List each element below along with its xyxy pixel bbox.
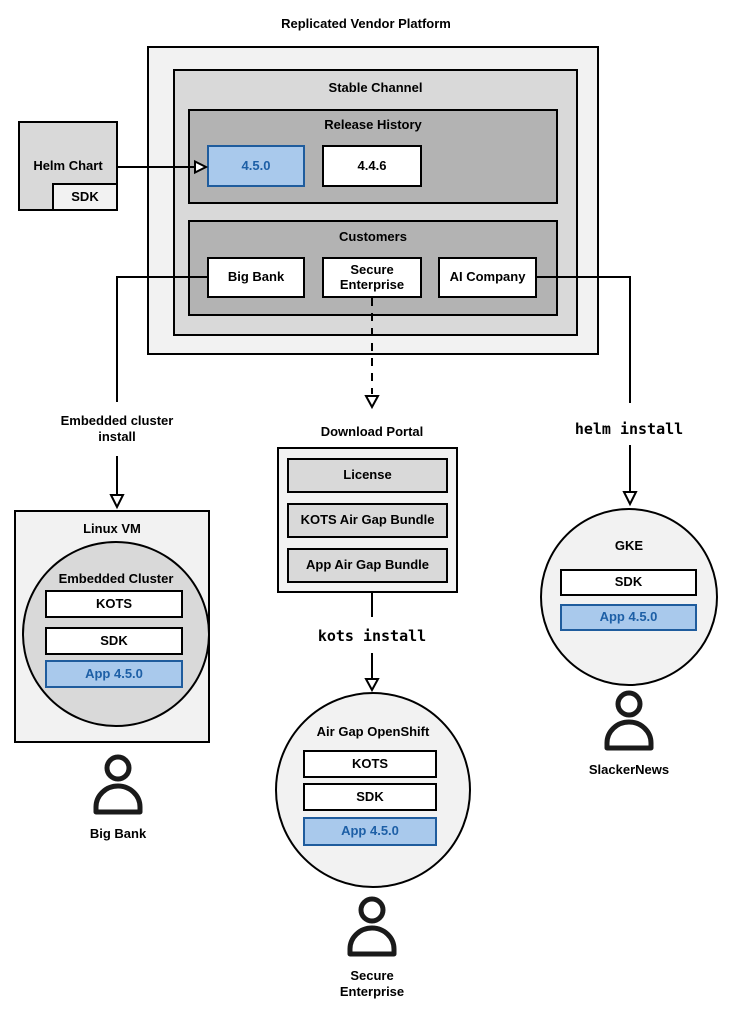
download-portal-label: Download Portal (320, 424, 424, 439)
left-app-box: App 4.5.0 (45, 660, 183, 688)
middle-app-box: App 4.5.0 (303, 817, 437, 846)
user-icon (604, 690, 654, 751)
right-app-box: App 4.5.0 (560, 604, 697, 631)
user-icon (347, 896, 397, 957)
portal-item-license: License (287, 458, 448, 493)
customer-big-bank: Big Bank (207, 257, 305, 298)
customer-secure-enterprise: Secure Enterprise (322, 257, 422, 298)
user-label-big-bank: Big Bank (89, 826, 147, 841)
middle-kots-box: KOTS (303, 750, 437, 778)
release-version-4-4-6: 4.4.6 (322, 145, 422, 187)
gke-label: GKE (614, 538, 644, 553)
portal-item-app-airgap-bundle: App Air Gap Bundle (287, 548, 448, 583)
left-kots-box: KOTS (45, 590, 183, 618)
release-history-label: Release History (324, 117, 422, 132)
gke-circle (540, 508, 718, 686)
user-label-slackernews: SlackerNews (588, 762, 670, 777)
left-sdk-box: SDK (45, 627, 183, 655)
airgap-openshift-label: Air Gap OpenShift (316, 724, 430, 739)
helm-chart-label: Helm Chart (33, 158, 103, 173)
user-label-secure-enterprise: Secure Enterprise (339, 968, 405, 999)
stable-channel-label: Stable Channel (328, 80, 423, 95)
middle-sdk-box: SDK (303, 783, 437, 811)
embedded-cluster-install-label: Embedded cluster install (60, 413, 174, 444)
right-sdk-box: SDK (560, 569, 697, 596)
embedded-cluster-label: Embedded Cluster (58, 571, 174, 586)
diagram-title: Replicated Vendor Platform (281, 16, 451, 31)
customers-label: Customers (339, 229, 407, 244)
helm-chart-sdk-box: SDK (52, 183, 118, 211)
user-icon (93, 754, 143, 815)
kots-install-command: kots install (317, 627, 427, 645)
customer-ai-company: AI Company (438, 257, 537, 298)
helm-install-command: helm install (574, 420, 684, 438)
portal-item-kots-airgap-bundle: KOTS Air Gap Bundle (287, 503, 448, 538)
release-version-4-5-0: 4.5.0 (207, 145, 305, 187)
linux-vm-label: Linux VM (83, 521, 141, 536)
